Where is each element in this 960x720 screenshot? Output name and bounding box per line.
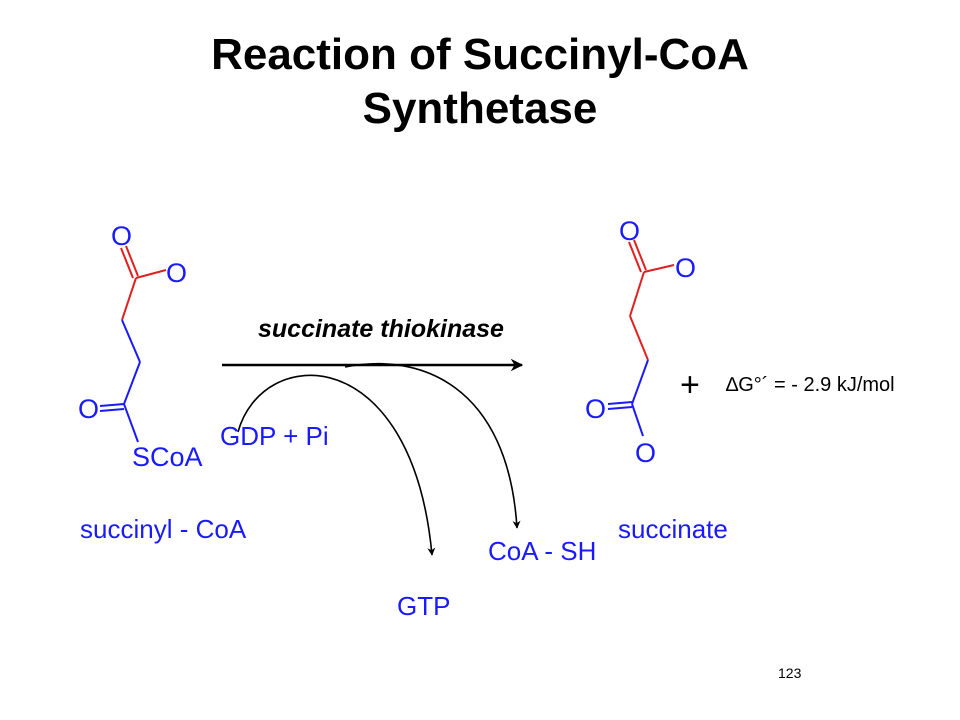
bond-carbonyl-double-o (99, 403, 125, 407)
gtp-label: GTP (397, 591, 450, 621)
product-label: succinate (618, 514, 728, 544)
title-line-2: Synthetase (362, 84, 598, 133)
bond-top-o (643, 264, 675, 273)
reactant-label: succinyl - CoA (80, 514, 247, 544)
bond-c2-c3 (121, 319, 141, 363)
bond-c4-s (123, 403, 139, 443)
atom-o-right: O (166, 258, 187, 288)
plus-sign: + (680, 366, 700, 404)
bond-bottom-double-o-2 (607, 406, 633, 410)
bond-top-double-o (628, 241, 642, 273)
succinyl-coa-structure: O O O SCoA (78, 221, 203, 472)
page-number: 123 (778, 665, 802, 681)
title-line-1: Reaction of Succinyl-CoA (211, 30, 749, 79)
bond-c1-c2 (629, 271, 645, 317)
succinate-structure: O O O O (585, 216, 696, 468)
bond-c3-c4 (631, 359, 649, 405)
atom-o-right: O (675, 253, 696, 283)
bond-carboxyl-double-o (120, 247, 134, 279)
bond-carboxyl-o (135, 269, 167, 279)
bond-top-double-o-2 (633, 239, 647, 271)
bond-carbonyl-double-o-2 (99, 408, 125, 412)
atom-o-left: O (585, 394, 606, 424)
bond-bottom-o (631, 403, 644, 437)
coa-release-arrow (344, 362, 521, 529)
atom-o-bottom: O (635, 438, 656, 468)
gdp-to-gtp-arrow (237, 374, 436, 556)
coa-sh-label: CoA - SH (488, 536, 596, 566)
bond-c1-c2 (121, 277, 137, 321)
bond-carboxyl-double-o-2 (125, 245, 139, 277)
atom-o-left: O (78, 394, 99, 424)
free-energy-label: ∆G°´ = - 2.9 kJ/mol (726, 374, 895, 396)
atom-o-top: O (619, 216, 640, 246)
atom-o-top: O (111, 221, 132, 251)
atom-scoa: SCoA (132, 442, 203, 472)
bond-c2-c3 (629, 315, 649, 361)
gdp-pi-label: GDP + Pi (220, 421, 329, 451)
slide-title: Reaction of Succinyl-CoA Synthetase (0, 28, 960, 136)
enzyme-label: succinate thiokinase (258, 315, 504, 343)
bond-bottom-double-o (607, 401, 633, 405)
bond-c3-c4 (123, 361, 141, 405)
